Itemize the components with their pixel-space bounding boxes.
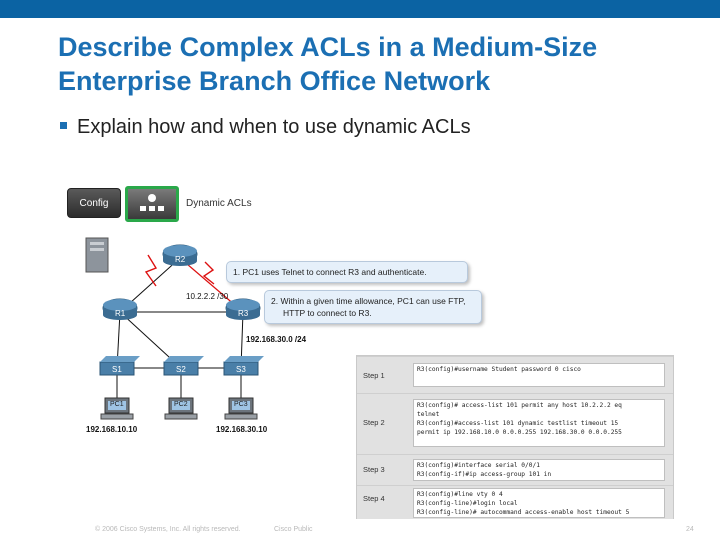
slide-title-line-2: Enterprise Branch Office Network	[58, 66, 491, 96]
bullet-point: Explain how and when to use dynamic ACLs	[60, 116, 471, 139]
config-button-label: Config	[79, 197, 109, 209]
bullet-text: Explain how and when to use dynamic ACLs	[77, 116, 471, 138]
step-row: Step 3 R3(config)#interface serial 0/0/1…	[357, 454, 673, 485]
pc2-icon	[164, 397, 198, 420]
switch-s2-icon	[163, 356, 204, 376]
step-label: Step 1	[363, 371, 385, 380]
dynamic-acls-button[interactable]	[125, 186, 179, 222]
step-code: R3(config)#line vty 0 4 R3(config-line)#…	[413, 488, 665, 518]
callout-step-2-line-1: 2. Within a given time allowance, PC1 ca…	[271, 296, 466, 306]
step-code: R3(config)#interface serial 0/0/1 R3(con…	[413, 459, 665, 481]
switch-s1-label: S1	[112, 365, 122, 374]
lan-r3-label: 192.168.30.0 /24	[246, 335, 307, 344]
step-label: Step 3	[363, 465, 385, 474]
step-label: Step 2	[363, 418, 385, 427]
step-code: R3(config)#username Student password 0 c…	[413, 363, 665, 387]
slide-title: Describe Complex ACLs in a Medium-Size E…	[58, 30, 698, 98]
serial-link-zigzag-icon	[144, 254, 158, 287]
pc1-label: PC1	[110, 401, 124, 408]
switch-s3-label: S3	[236, 365, 246, 374]
pc2-label: PC2	[174, 401, 188, 408]
pc1-icon	[100, 397, 134, 420]
router-r2-icon	[162, 244, 198, 266]
link-address-label: 10.2.2.2 /30	[186, 292, 229, 301]
step-label: Step 4	[363, 494, 385, 503]
step-row: Step 1 R3(config)#username Student passw…	[357, 356, 673, 393]
step-row: Step 2 R3(config)# access-list 101 permi…	[357, 393, 673, 454]
switch-s2-label: S2	[176, 365, 186, 374]
server-icon	[85, 237, 109, 273]
router-r3-icon	[225, 298, 261, 320]
dynamic-acls-icon	[140, 194, 164, 211]
pc3-icon	[224, 397, 258, 420]
callout-step-2: 2. Within a given time allowance, PC1 ca…	[264, 290, 482, 324]
step-code: R3(config)# access-list 101 permit any h…	[413, 399, 665, 447]
pc3-label: PC3	[234, 401, 248, 408]
router-r1-label: R1	[115, 309, 126, 318]
callout-step-1-text: 1. PC1 uses Telnet to connect R3 and aut…	[233, 267, 427, 277]
router-r1-icon	[102, 298, 138, 320]
bullet-square-icon	[60, 122, 67, 130]
pc-right-ip-label: 192.168.30.10	[216, 425, 268, 434]
footer-classification: Cisco Public	[274, 526, 313, 533]
pc-left-ip-label: 192.168.10.10	[86, 425, 138, 434]
footer-copyright: © 2006 Cisco Systems, Inc. All rights re…	[95, 526, 241, 533]
callout-step-2-line-2: HTTP to connect to R3.	[283, 308, 372, 318]
callout-step-1: 1. PC1 uses Telnet to connect R3 and aut…	[226, 261, 468, 283]
config-steps-panel: Step 1 R3(config)#username Student passw…	[356, 355, 674, 519]
config-button[interactable]: Config	[67, 188, 121, 218]
serial-link-zigzag-icon	[202, 261, 215, 285]
page-number: 24	[686, 526, 694, 533]
slide-title-line-1: Describe Complex ACLs in a Medium-Size	[58, 32, 598, 62]
router-r3-label: R3	[238, 309, 249, 318]
switch-s1-icon	[99, 356, 140, 376]
dynamic-acls-label: Dynamic ACLs	[186, 198, 252, 209]
switch-s3-icon	[223, 356, 264, 376]
router-r2-label: R2	[175, 255, 186, 264]
step-row: Step 4 R3(config)#line vty 0 4 R3(config…	[357, 485, 673, 519]
top-brand-bar	[0, 0, 720, 18]
